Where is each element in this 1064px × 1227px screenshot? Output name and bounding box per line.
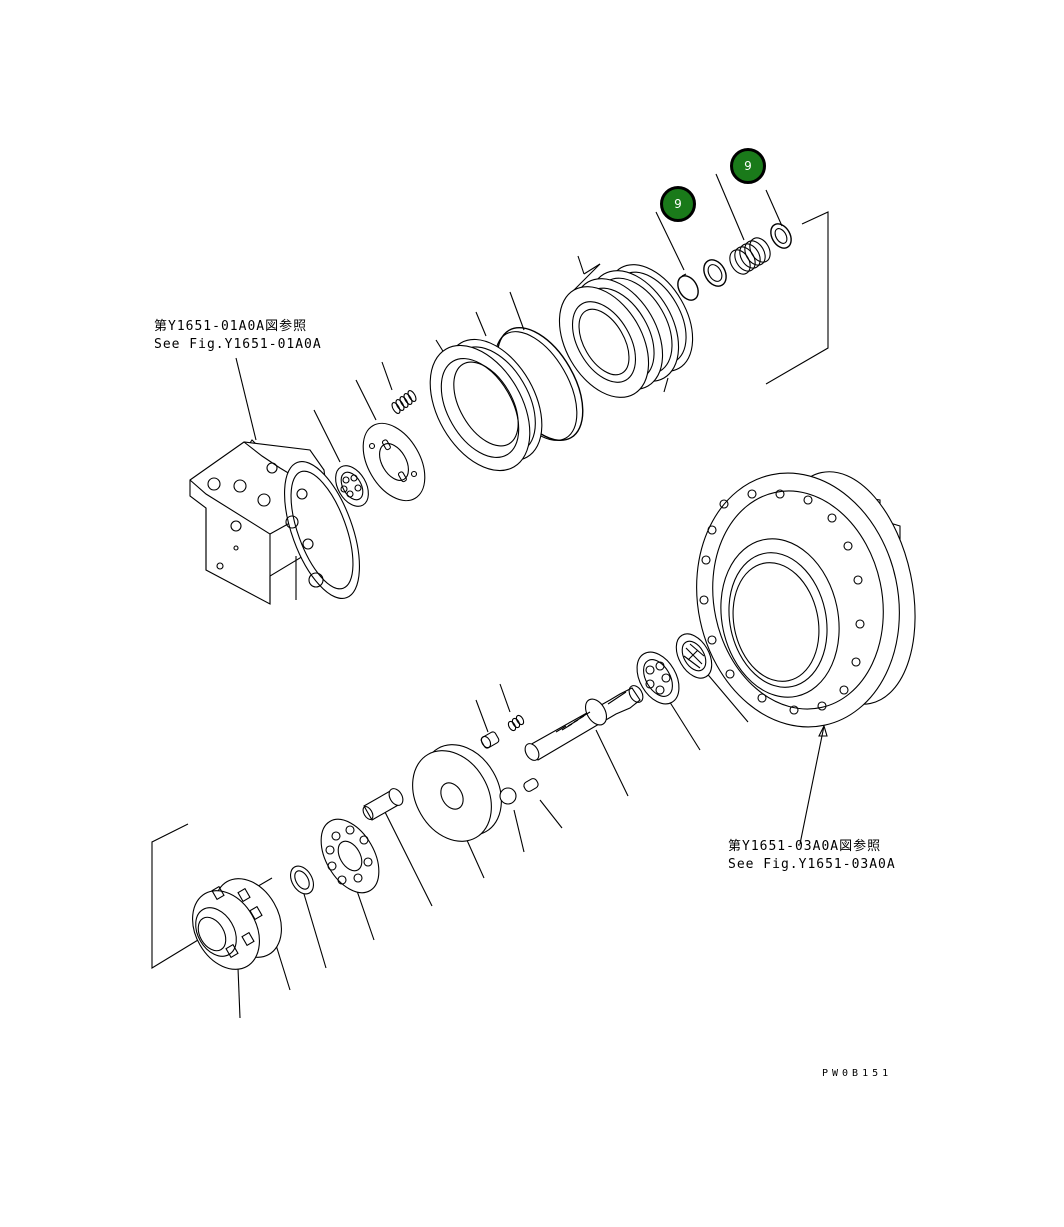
reduction-housing	[696, 471, 916, 845]
coil-spring	[729, 237, 771, 275]
snap-ring	[677, 273, 699, 301]
spring-seat-ring	[770, 223, 792, 249]
upper-group-bracket	[765, 211, 829, 385]
lower-reference-ja: 第Y1651-03A0A図参照	[728, 839, 882, 854]
lower-reference-en: See Fig.Y1651-03A0A	[728, 857, 896, 872]
shaft-spring	[499, 683, 525, 732]
drawing-code: PW0B151	[822, 1068, 893, 1079]
steel-ball	[499, 787, 525, 853]
retainer-pin	[362, 788, 433, 907]
brake-piston	[429, 311, 543, 472]
callout-leader-lines	[655, 173, 783, 271]
motor-case	[189, 357, 360, 605]
upper-reference-label: 第Y1651-01A0A図参照 See Fig.Y1651-01A0A	[154, 318, 322, 354]
ball-bearing	[636, 651, 701, 751]
lower-reference-label: 第Y1651-03A0A図参照 See Fig.Y1651-03A0A	[728, 838, 896, 874]
valve-plate	[355, 379, 426, 502]
thrust-ring	[289, 865, 327, 969]
swash-plate	[412, 744, 502, 879]
small-spring	[381, 361, 417, 414]
guide-pin	[523, 778, 563, 829]
brake-disc-plates	[558, 255, 694, 398]
output-shaft	[524, 685, 644, 797]
cylinder-block-group	[151, 823, 291, 1019]
callout-marker[interactable]: 9	[730, 148, 766, 184]
upper-reference-en: See Fig.Y1651-01A0A	[154, 337, 322, 352]
washer	[703, 259, 727, 287]
upper-reference-ja: 第Y1651-01A0A図参照	[154, 319, 308, 334]
callout-marker[interactable]: 9	[660, 186, 696, 222]
upper-bearing	[313, 409, 369, 507]
retainer-plate	[320, 818, 380, 941]
shaft-bushing	[475, 699, 500, 749]
roller-bearing	[675, 633, 749, 723]
